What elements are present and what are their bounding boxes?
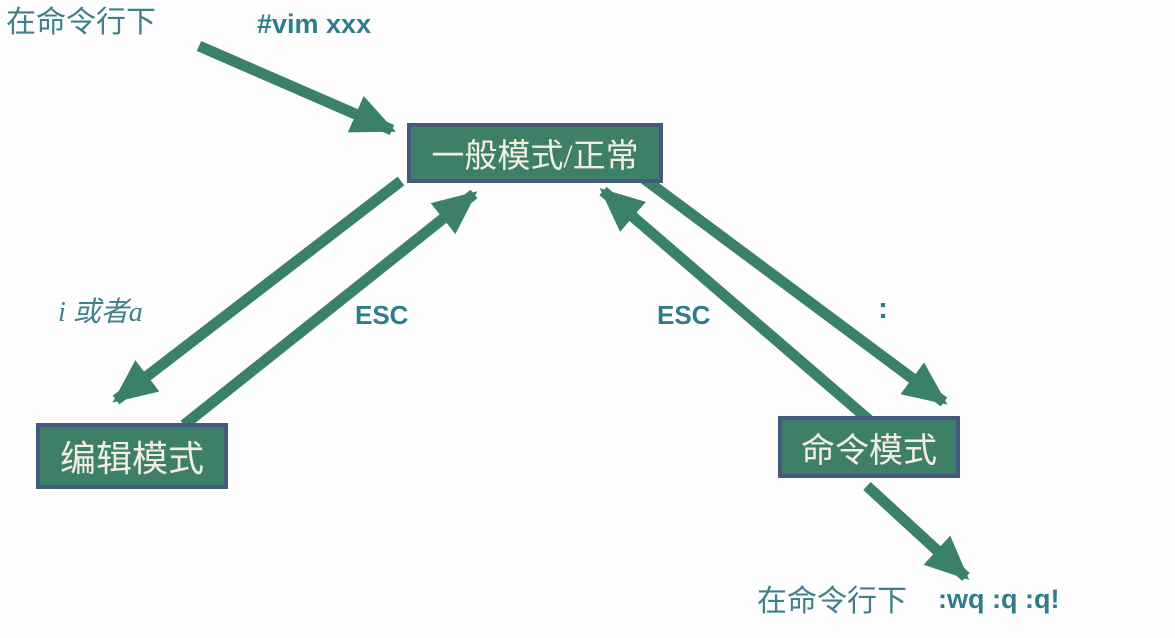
arrow-command-to-normal: [599, 186, 873, 425]
node-normal-mode-label: 一般模式/正常: [431, 139, 639, 175]
label-top-context: 在命令行下: [6, 6, 156, 39]
node-command-mode: 命令模式: [778, 416, 960, 478]
node-edit-mode: 编辑模式: [36, 423, 228, 489]
label-bottom-context: 在命令行下: [757, 585, 907, 618]
node-normal-mode: 一般模式/正常: [407, 123, 663, 183]
node-command-mode-label: 命令模式: [801, 432, 937, 470]
label-esc-right: ESC: [657, 300, 711, 330]
label-colon: :: [878, 292, 888, 325]
label-vim-command: #vim xxx: [257, 9, 372, 39]
arrow-vim-start: [196, 40, 397, 136]
arrow-command-to-shell: [863, 481, 970, 582]
node-edit-mode-label: 编辑模式: [59, 439, 204, 479]
label-i-or-a: i 或者a: [58, 297, 143, 328]
label-esc-left: ESC: [355, 300, 409, 330]
arrow-normal-to-edit: [112, 176, 405, 405]
arrow-edit-to-normal: [180, 189, 478, 430]
arrow-normal-to-command: [639, 173, 948, 407]
label-quit-commands: :wq :q :q!: [938, 584, 1060, 614]
